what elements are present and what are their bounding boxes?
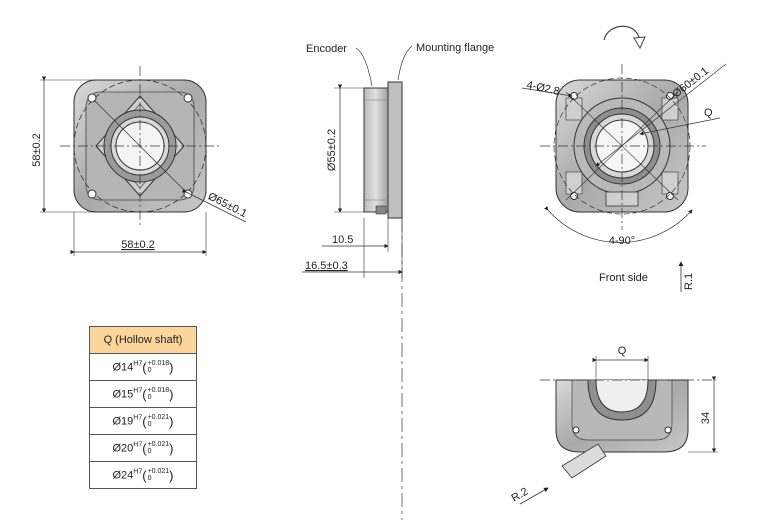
front-view-left: 58±0.2 58±0.2 Ø65±0.1 (31, 66, 249, 256)
row-fit: H7 (133, 386, 143, 394)
side-view: Encoder Mounting flange Ø55±0.2 10.5 16.… (302, 42, 494, 520)
row-lower: 0 (147, 394, 152, 401)
dim-58-height: 58±0.2 (31, 133, 43, 167)
row-dia: Ø24 (112, 468, 134, 481)
row-lower: 0 (147, 475, 152, 482)
row-fit: H7 (133, 440, 143, 448)
bottom-bore (595, 379, 649, 413)
mounting-flange (387, 81, 403, 219)
dim-16-5: 16.5±0.3 (305, 260, 348, 272)
row-lower: 0 (147, 448, 152, 455)
row-lower: 0 (147, 367, 152, 374)
dim-58-width: 58±0.2 (121, 239, 155, 251)
encoder-leader (355, 47, 373, 87)
angle-4-90: 4-90° (609, 235, 635, 247)
dim-60-leader (595, 63, 727, 167)
dim-4-28: 4-Ø2.8 (525, 79, 560, 98)
left-hole-bl (87, 189, 97, 199)
dim-10-5: 10.5 (332, 234, 353, 246)
front-side-label: Front side (599, 272, 648, 284)
row-upper: +0.018 (147, 360, 170, 367)
dim-34: 34 (700, 412, 712, 424)
left-diag (93, 99, 187, 193)
r2-arrow (519, 487, 549, 505)
r2-label: R.2 (510, 486, 531, 505)
row-upper: +0.018 (147, 387, 170, 394)
rotation-arrow (603, 25, 641, 45)
row-fit: H7 (133, 413, 143, 421)
dim-60: Ø60±0.1 (670, 65, 711, 100)
row-upper: +0.021 (147, 414, 170, 421)
q-label: Q (704, 107, 713, 119)
row-dia: Ø14 (112, 360, 134, 373)
encoder-label: Encoder (306, 43, 347, 55)
r1-label: R.1 (683, 273, 695, 290)
cable (561, 443, 607, 479)
q-label-bottom: Q (618, 345, 627, 357)
bottom-view: Q 34 R.2 (510, 345, 718, 505)
front-view-right: 4-Ø2.8 Ø60±0.1 Q 4-90° Front side R.1 (521, 25, 727, 292)
encoder-body (363, 87, 389, 213)
left-hole-tr (183, 93, 193, 103)
mounting-flange-label: Mounting flange (416, 42, 494, 54)
dim-55: Ø55±0.2 (326, 129, 338, 171)
row-lower: 0 (147, 421, 152, 428)
row-fit: H7 (133, 359, 143, 367)
row-upper: +0.021 (147, 441, 170, 448)
q-leader (639, 117, 721, 136)
angle-arc (544, 205, 693, 243)
row-dia: Ø20 (112, 441, 134, 454)
row-dia: Ø15 (112, 387, 134, 400)
row-fit: H7 (133, 467, 143, 475)
row-dia: Ø19 (112, 414, 134, 427)
row-upper: +0.021 (147, 468, 170, 475)
flange-leader (397, 45, 413, 81)
dim-65-leader (181, 188, 247, 223)
dim-4-28-leader (521, 87, 573, 98)
table-header: Q (Hollow shaft) (89, 326, 197, 354)
